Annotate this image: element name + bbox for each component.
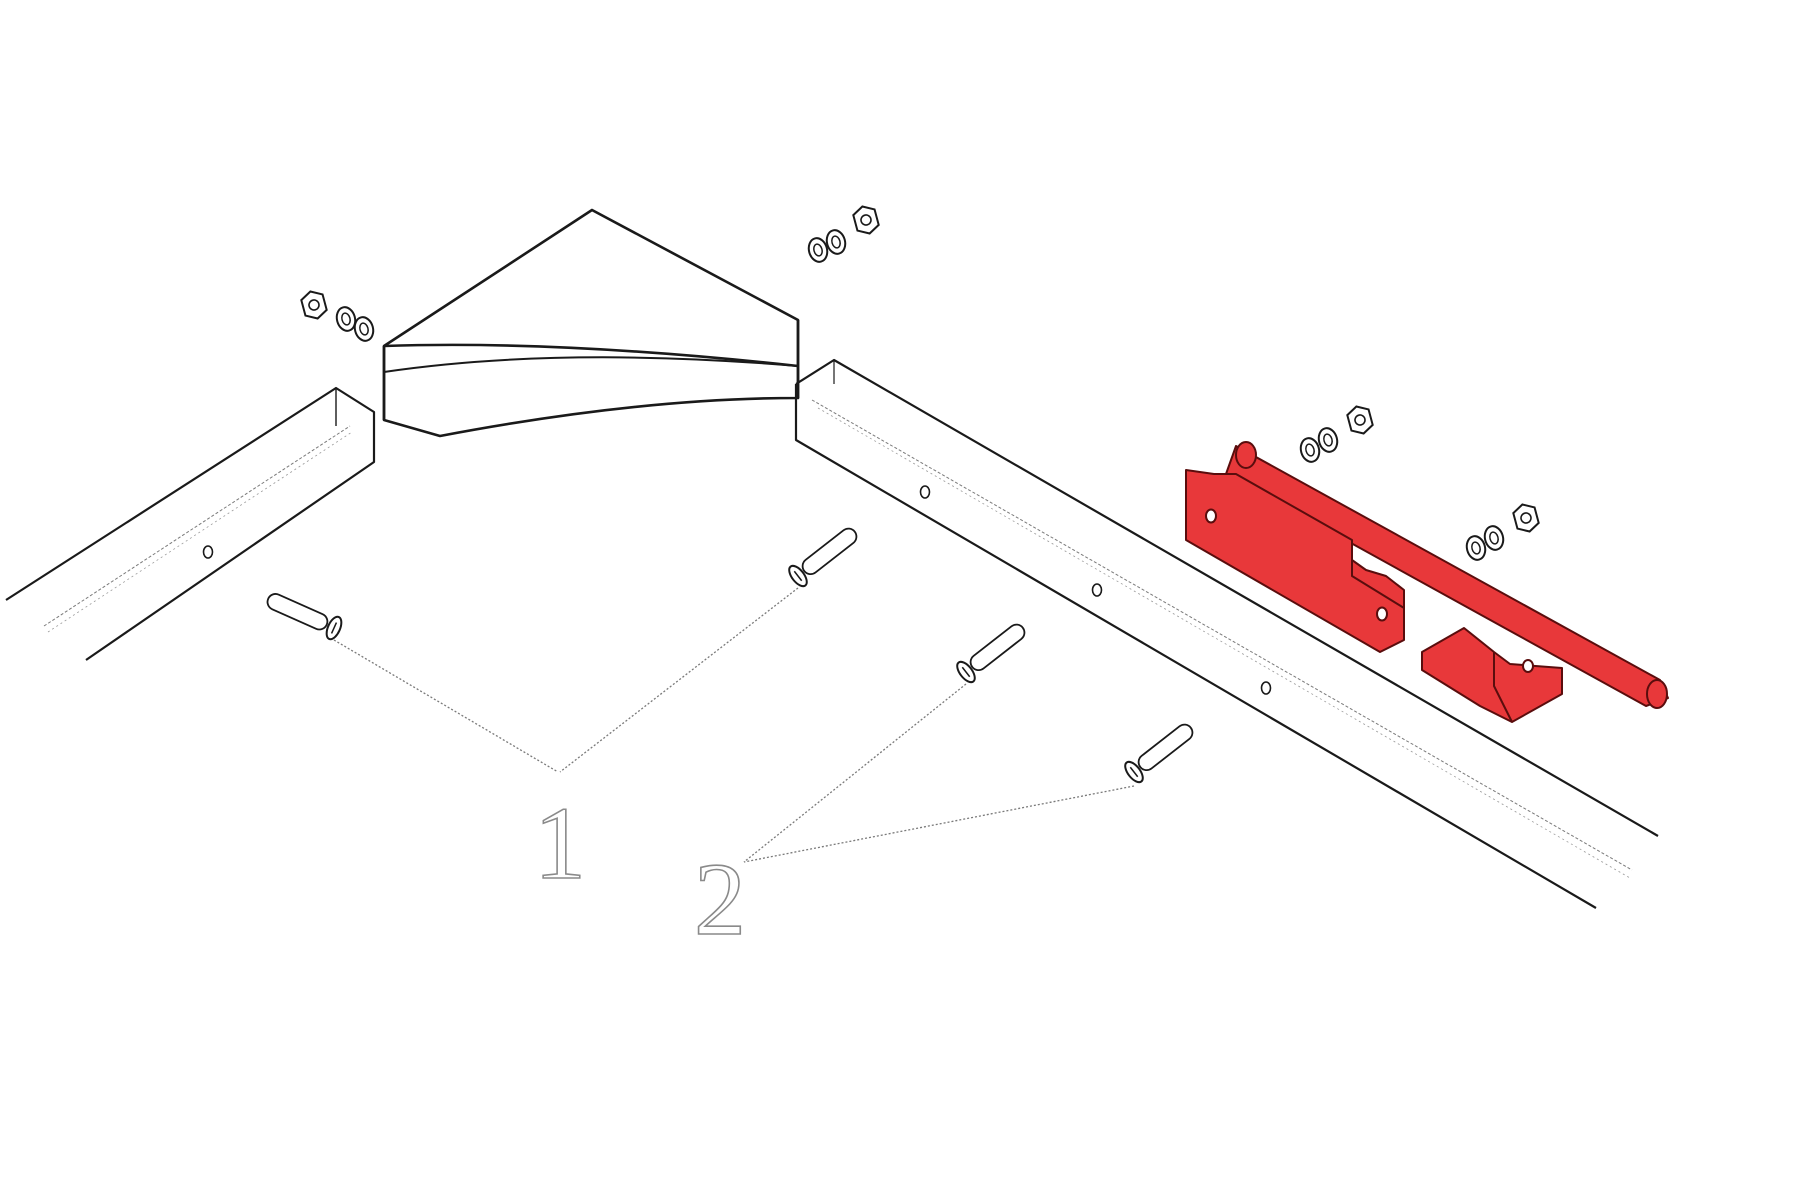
leader-1a [333,639,559,773]
hex-nut-icon [852,205,880,235]
hex-nut-icon [1512,503,1540,533]
hex-nut-icon [300,290,328,320]
highlighted-bracket-assembly [1185,441,1669,723]
bolt-icon [266,593,343,641]
left-rail [5,386,376,661]
washer-icon [825,229,847,255]
callout-1: 1 [534,786,586,901]
hardware-set-bracket-lower [1465,503,1540,561]
rod-end-cap [1646,679,1668,709]
bracket-clip [1421,627,1563,723]
leader-1b [559,587,799,773]
leader-lines [333,587,1135,863]
washer-icon [335,306,357,332]
washer-icon [1483,525,1505,551]
washer-icon [807,237,829,263]
bolt-icon [1124,723,1194,784]
bracket-plate [1185,469,1405,653]
hardware-set-left [300,290,375,342]
callout-2: 2 [694,842,746,957]
right-rail [794,358,1659,909]
hardware-set-bracket-upper [1299,405,1374,463]
washer-icon [1465,535,1487,561]
leader-2a [743,683,967,863]
leader-2b [743,785,1135,863]
bolt-icon [788,527,858,588]
washer-icon [1317,427,1339,453]
washer-icon [1299,437,1321,463]
corner-connector [382,208,800,438]
bolt-icon [956,623,1026,684]
washer-icon [353,316,375,342]
hardware-set-top-right [807,205,880,263]
hex-nut-icon [1346,405,1374,435]
